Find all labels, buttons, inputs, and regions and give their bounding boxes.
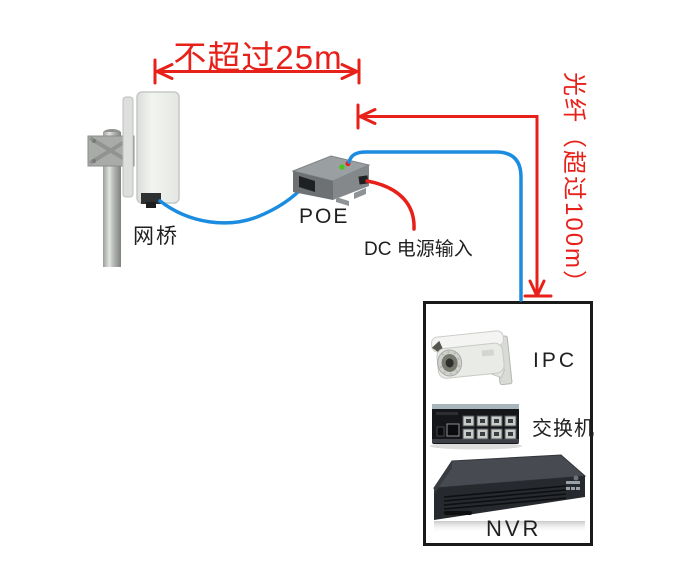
switch-label: 交换机 (532, 418, 595, 440)
fiber-label: 光纤（超过100m） (560, 72, 587, 297)
poe-injector-image (291, 155, 371, 206)
ethernet-cable-bridge-to-poe (158, 183, 307, 225)
ipc-camera-image (430, 330, 513, 386)
dc-power-leader-line (365, 179, 416, 231)
dc-power-input-label: DC 电源输入 (364, 239, 473, 260)
bridge-antenna-image (87, 91, 180, 267)
ipc-label: IPC (533, 349, 578, 372)
ethernet-cable-poe-to-box (347, 150, 523, 302)
nvr-image (433, 454, 587, 533)
distance-dimension-arrow (153, 58, 361, 85)
fiber-run-arrow (356, 103, 553, 298)
switch-image (430, 404, 522, 450)
distance-label: 不超过25m (173, 39, 343, 76)
poe-label: POE (299, 205, 350, 228)
nvr-label: NVR (486, 516, 542, 541)
bridge-label: 网桥 (133, 225, 179, 248)
